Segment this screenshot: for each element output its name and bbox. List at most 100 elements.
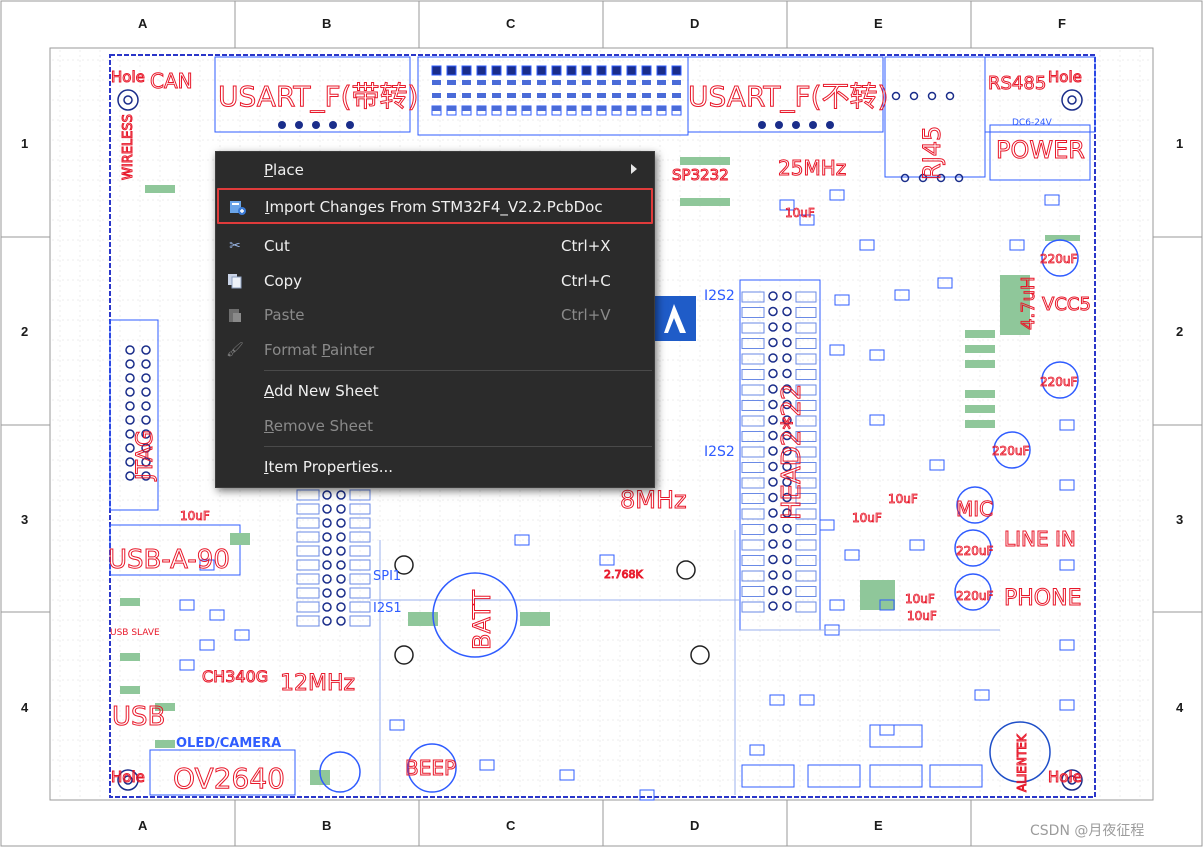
col-label-bottom-e: E [874,818,883,833]
electrolytic-cap [956,486,994,524]
alientek-label: ALIENTEK [1015,733,1029,792]
head-pin-label [795,524,817,535]
usart-left-connector [214,56,411,133]
spi-pin [322,602,332,612]
pin-label [296,503,320,515]
cap-label: 220uF [1040,252,1078,266]
header-pin [551,65,562,76]
jtag-pin [141,471,151,481]
head-pin [768,477,778,487]
header-pin [522,80,531,85]
head-pin-label [741,338,765,349]
head-pin-label [795,539,817,551]
paste-label: Paste [264,306,305,324]
row-label-right-2: 2 [1176,324,1183,339]
header-pin [597,93,606,98]
pin-label [349,489,371,501]
jtag-pin [141,373,151,383]
usb-a-connector [109,524,241,576]
mic-label: MIC [956,497,993,521]
row-label-left-3: 3 [21,512,28,527]
head-pin [782,291,792,301]
jtag-connector [109,319,159,511]
pin-label [349,559,371,571]
head-pin-label [741,384,765,396]
head-pin [768,322,778,332]
smd-component [1059,479,1075,491]
head-pin [768,585,778,596]
cap-label: 10uF [905,592,935,606]
menu-item-paste[interactable]: Paste Ctrl+V [216,299,654,331]
line-in-label: LINE IN [1004,527,1076,551]
dc-label: DC6-24V [1012,118,1053,128]
format-painter-icon: 🖌 [226,342,244,358]
wireless-label: WIRELESS [121,114,136,180]
smd-component [844,549,860,561]
menu-item-place[interactable]: Place [216,154,654,186]
res-label: 2.768K [604,568,643,581]
usart-pin [346,121,354,129]
head-pin-label [741,400,765,411]
menu-item-add-new-sheet[interactable]: Add New Sheet [216,375,654,407]
frame-labels: A B C D E F A B C D E 1 2 3 4 1 2 3 4 [21,16,1184,833]
smd-component [799,214,815,226]
spi-pin [336,546,346,556]
copy-label: Copy [264,272,303,290]
head-pin-label [741,524,765,535]
pcb-pad [1045,235,1080,241]
jtag-pin [125,359,135,369]
usb-a-label: USB-A-90 [108,545,230,575]
electrolytic-cap [1041,239,1079,277]
jtag-pin [141,415,151,425]
menu-item-item-properties[interactable]: Item Properties... [216,451,654,483]
smd-component [1059,419,1075,431]
electrolytic-cap [993,431,1031,469]
header-pin [552,93,561,98]
pcb-pad [145,185,175,193]
header-pin [582,93,591,98]
menu-item-cut[interactable]: ✂ Cut Ctrl+X [216,230,654,262]
menu-item-format-painter[interactable]: 🖌 Format Painter [216,334,654,366]
header-pin [476,65,487,76]
cap-label: 10uF [888,492,918,506]
menu-item-remove-sheet[interactable]: Remove Sheet [216,410,654,442]
header-pin [432,93,441,98]
pcb-pad [230,533,250,545]
pcb-pad [120,686,140,694]
pin-label [296,615,320,627]
head-pin-label [741,555,765,566]
header-pin [447,93,456,98]
pin-label [349,601,371,613]
header-pin [597,80,606,85]
cut-label: Cut [264,237,290,255]
head-pin-label [741,586,765,597]
pcb-pad [965,390,995,398]
cap-label: 10uF [180,509,210,523]
power-label: POWER [996,136,1085,164]
pcb-pad [155,740,175,748]
smd-component [829,344,845,356]
mhz8-label: 8MHz [620,486,687,514]
head-pin [782,446,792,456]
pin-label [349,573,371,585]
hole-label-br: Hole [1048,768,1082,786]
head-pin-label [795,601,817,613]
col-label-bottom-b: B [322,818,331,833]
pin-label [296,517,320,529]
menu-item-copy[interactable]: Copy Ctrl+C [216,265,654,297]
pcb-pad [965,330,995,338]
place-label: lace [273,161,304,179]
head-pin [768,306,778,317]
format-painter-label: Format Painter [264,341,375,359]
menu-separator [264,370,652,371]
head-pin [782,399,792,410]
head-pin [768,399,778,410]
col-label-top-e: E [874,16,883,31]
menu-item-import-changes[interactable]: Import Changes From STM32F4_V2.2.PcbDoc [217,188,653,224]
head-pin [768,446,778,456]
head-label: HEAD2*22 [777,384,807,520]
header-pin [567,106,576,111]
smd-component [639,789,655,801]
usb-label: USB [112,702,165,732]
